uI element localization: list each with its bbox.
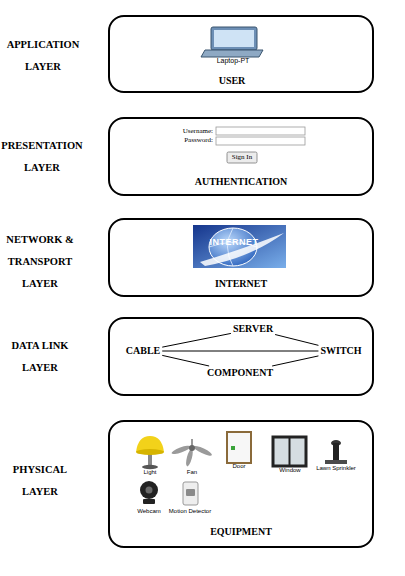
device-label: Fan [172,469,212,477]
layer-label: PHYSICAL LAYER [8,459,72,503]
layer-box: LightFan DoorWindowLawn SprinklerWebcamMo… [108,420,374,548]
login-form [216,127,305,163]
layer-box: SERVER CABLE SWITCH COMPONENT [108,317,374,396]
webcam-stand [143,499,155,504]
window-icon [273,437,306,466]
internet-picture [193,225,286,268]
globe-text: INTERNET [199,237,269,248]
box-title: INTERNET [171,278,311,291]
window-mullion [289,437,291,466]
sprinkler-icon [325,440,347,464]
webcam-icon [140,481,158,504]
layer-label: DATA LINK LAYER [5,335,75,379]
motion-detector-icon [183,482,198,505]
component-label: SERVER [231,322,275,336]
password-field [216,137,305,145]
username-field [216,127,305,135]
layer-label: NETWORK & TRANSPORT LAYER [0,229,83,295]
component-label: COMPONENT [205,366,275,380]
webcam-lens [146,487,153,494]
fan-hub [189,445,195,451]
component-text: COMPONENT [207,367,273,379]
fan-icon [171,439,213,467]
connector-line [162,333,231,347]
layer-box: INTERNET INTERNET [108,218,374,297]
sprinkler-base [325,460,347,464]
device-caption: Laptop-PT [203,57,263,66]
detector-body [183,482,198,505]
component-text: SERVER [233,323,273,335]
box-title: USER [162,75,302,88]
device-label: Light [130,469,170,477]
device-label: Door [219,463,259,471]
connector-line [272,356,318,366]
lamp-base [142,465,158,469]
layer-label: APPLICATION LAYER [0,34,86,78]
connector-line [162,355,209,366]
detector-window [186,489,195,496]
internet-backdrop [193,225,286,268]
device-label: Motion Detector [162,508,218,516]
door-icon [227,432,251,463]
component-text: SWITCH [320,345,361,357]
field-label: Password: [153,136,213,145]
sign-in-button [227,152,257,163]
door-sensor [231,446,235,450]
lamp-rim [136,449,164,455]
window-frame [273,437,306,466]
device-label: Window [270,467,310,475]
fan-blade [193,444,213,457]
light-icon [136,436,164,469]
webcam-body [140,481,158,499]
component-label: CABLE [124,344,162,358]
laptop-icon [201,27,263,57]
component-text: CABLE [126,345,160,357]
globe-swoosh [200,233,284,266]
box-title: AUTHENTICATION [161,176,321,189]
box-title: EQUIPMENT [171,526,311,539]
button-label: Sign In [227,153,257,162]
fan-blade [185,448,194,467]
device-label: Lawn Sprinkler [308,465,364,473]
component-label: SWITCH [318,344,363,358]
layer-box: Username:Password: Sign In AUTHENTICATION [108,117,374,196]
layer-label: PRESENTATION LAYER [0,135,88,179]
device-label: Webcam [129,508,169,516]
laptop-base [201,50,263,57]
sprinkler-post [333,443,339,460]
laptop-screen [214,30,254,47]
connector-line [162,351,318,352]
layer-box: Laptop-PT USER [108,15,374,93]
laptop-screen-frame [211,27,257,50]
connector-line [275,335,318,346]
field-label: Username: [153,127,213,136]
door-frame [227,432,251,463]
